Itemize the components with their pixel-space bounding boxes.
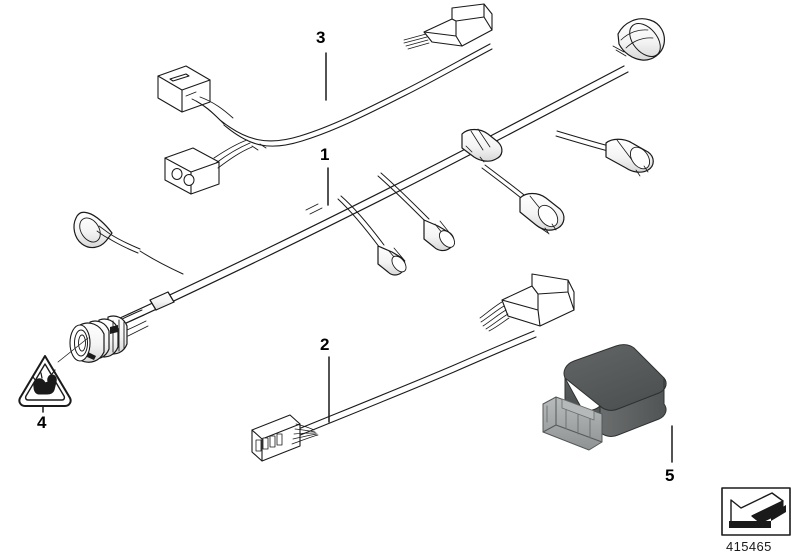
- callout-label-2: 2: [320, 335, 330, 354]
- connector-white-plug-top: [403, 3, 493, 50]
- connector-oval-c: [519, 192, 565, 235]
- connector-white-plug-part2: [479, 273, 575, 332]
- part-2-adapter-lead-harness: [251, 273, 575, 462]
- callout-label-5: 5: [665, 466, 675, 485]
- connector-4pin-left: [251, 414, 319, 462]
- hazard-warning-triangle-icon: [18, 355, 72, 407]
- callout-label-3: 3: [316, 28, 326, 47]
- connector-bullet-b: [423, 219, 455, 252]
- connector-oval-d: [605, 138, 654, 177]
- part-5-control-module: [542, 344, 667, 451]
- callout-label-1: 1: [320, 145, 330, 164]
- round-threaded-plug-connector: [69, 315, 149, 363]
- connector-terminal-top-right: [612, 18, 665, 61]
- part-3-branch-adapter-harness: [157, 3, 493, 195]
- cable-sleeve: [149, 291, 175, 311]
- harness-splice-mid: [305, 203, 323, 215]
- arrow-orientation-logo-box: [721, 487, 791, 536]
- warning-pointer-line: [57, 337, 89, 363]
- connector-rect-lower-2pin: [164, 147, 220, 195]
- part-1-main-wiring-harness: [69, 18, 665, 363]
- connector-rect-upper: [157, 65, 211, 113]
- callout-label-4: 4: [37, 413, 47, 432]
- callout-leaders: [42, 52, 673, 463]
- inline-junction-oval: [461, 128, 503, 163]
- connector-bullet-a: [377, 245, 407, 276]
- connector-bullet-left: [73, 211, 113, 249]
- diagram-id-number: 415465: [726, 539, 772, 554]
